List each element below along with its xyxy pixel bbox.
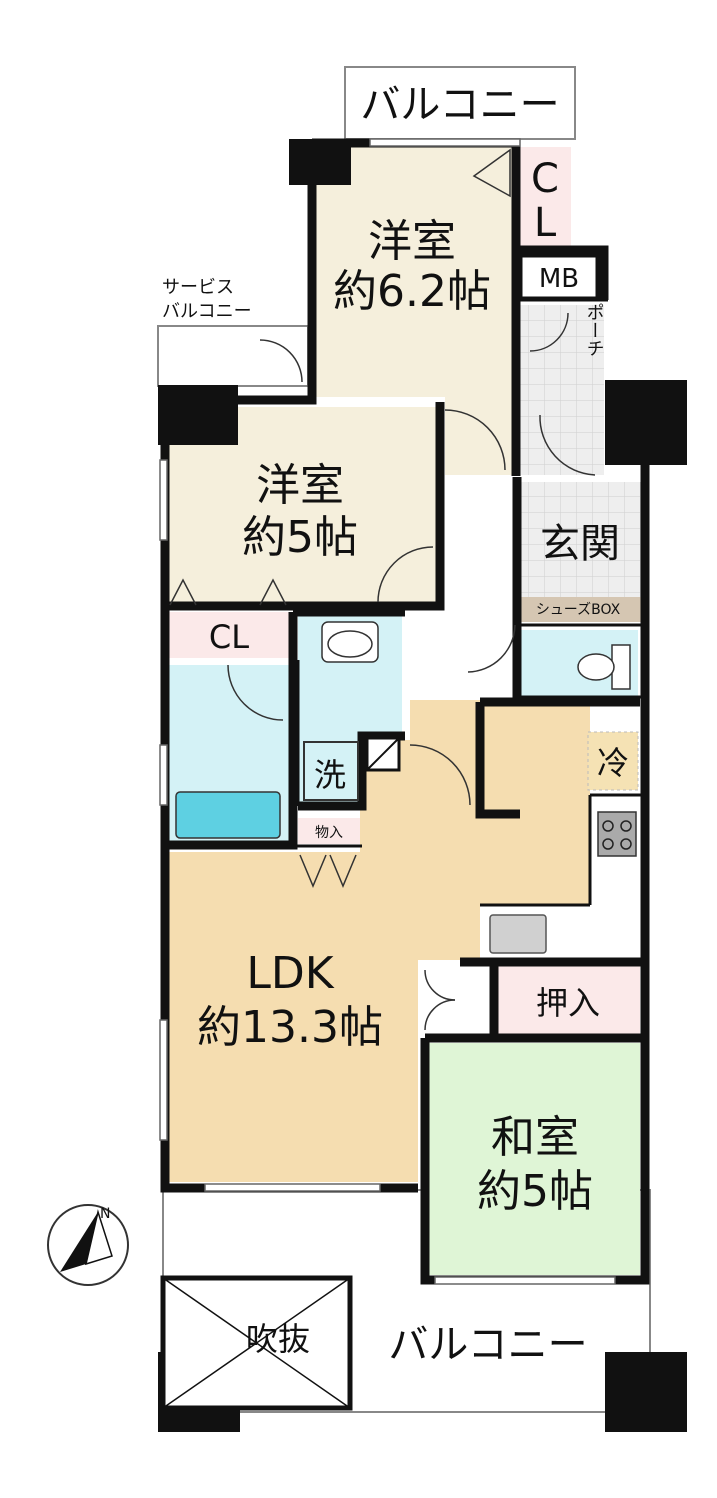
compass-north-label: N: [100, 1206, 110, 1222]
cl-mid-label: CL: [209, 618, 249, 656]
service-balcony: [157, 325, 309, 387]
washitsu-name: 和室: [491, 1112, 579, 1163]
mb-box: [517, 252, 601, 302]
toilet: [577, 644, 631, 690]
cl-top-fill: [519, 147, 571, 247]
shoe-box-label: シューズBOX: [536, 602, 621, 618]
door-swings: [169, 148, 596, 1031]
wash-basin: [321, 621, 379, 663]
bedroom2-name: 洋室: [256, 460, 344, 511]
cl-mid-fill: [165, 612, 293, 658]
cl-top-label-c: C: [531, 156, 559, 202]
ldk-name: LDK: [246, 948, 334, 999]
entrance-fill: [515, 482, 642, 597]
top-balcony: [344, 66, 576, 140]
bedroom2-size: 約5帖: [242, 512, 358, 563]
washitsu-size: 約5帖: [477, 1166, 593, 1217]
bedroom1-size: 約6.2帖: [333, 266, 491, 317]
void-label: 吹抜: [246, 1320, 310, 1358]
storage-label: 物入: [315, 825, 343, 841]
laundry-label: 洗: [314, 756, 346, 794]
fridge-label: 冷: [597, 744, 629, 782]
cl-top-label-l: L: [534, 200, 557, 246]
sink: [489, 914, 547, 954]
bedroom1-name: 洋室: [368, 216, 456, 267]
ldk-size: 約13.3帖: [197, 1002, 383, 1053]
ldk-floor: [165, 700, 590, 1182]
fridge-space: [587, 731, 639, 791]
laundry-pan: [303, 741, 359, 801]
entrance-label: 玄関: [540, 521, 620, 567]
compass-icon: N: [47, 1204, 129, 1286]
windows: [159, 138, 616, 1285]
mb-label: MB: [539, 264, 579, 294]
washitsu-floor: [428, 1043, 640, 1275]
service-balcony-line2: バルコニー: [162, 301, 252, 322]
bedroom1-floor: [316, 147, 514, 397]
shoe-box-fill: [515, 597, 642, 622]
oshiire-label: 押入: [536, 984, 600, 1022]
balcony-bottom-label: バルコニー: [388, 1322, 587, 1368]
porch-label: ポーチ: [584, 303, 605, 357]
void: [160, 1275, 353, 1411]
stove: [597, 811, 637, 857]
storage-fill: [298, 818, 360, 844]
balcony-top-label: バルコニー: [360, 82, 559, 128]
service-balcony-line1: サービス: [162, 277, 234, 298]
duct-box: [365, 736, 401, 772]
bathtub: [175, 791, 281, 839]
oshiire-fill: [498, 966, 640, 1036]
bedroom1-floor-lower: [445, 395, 515, 475]
